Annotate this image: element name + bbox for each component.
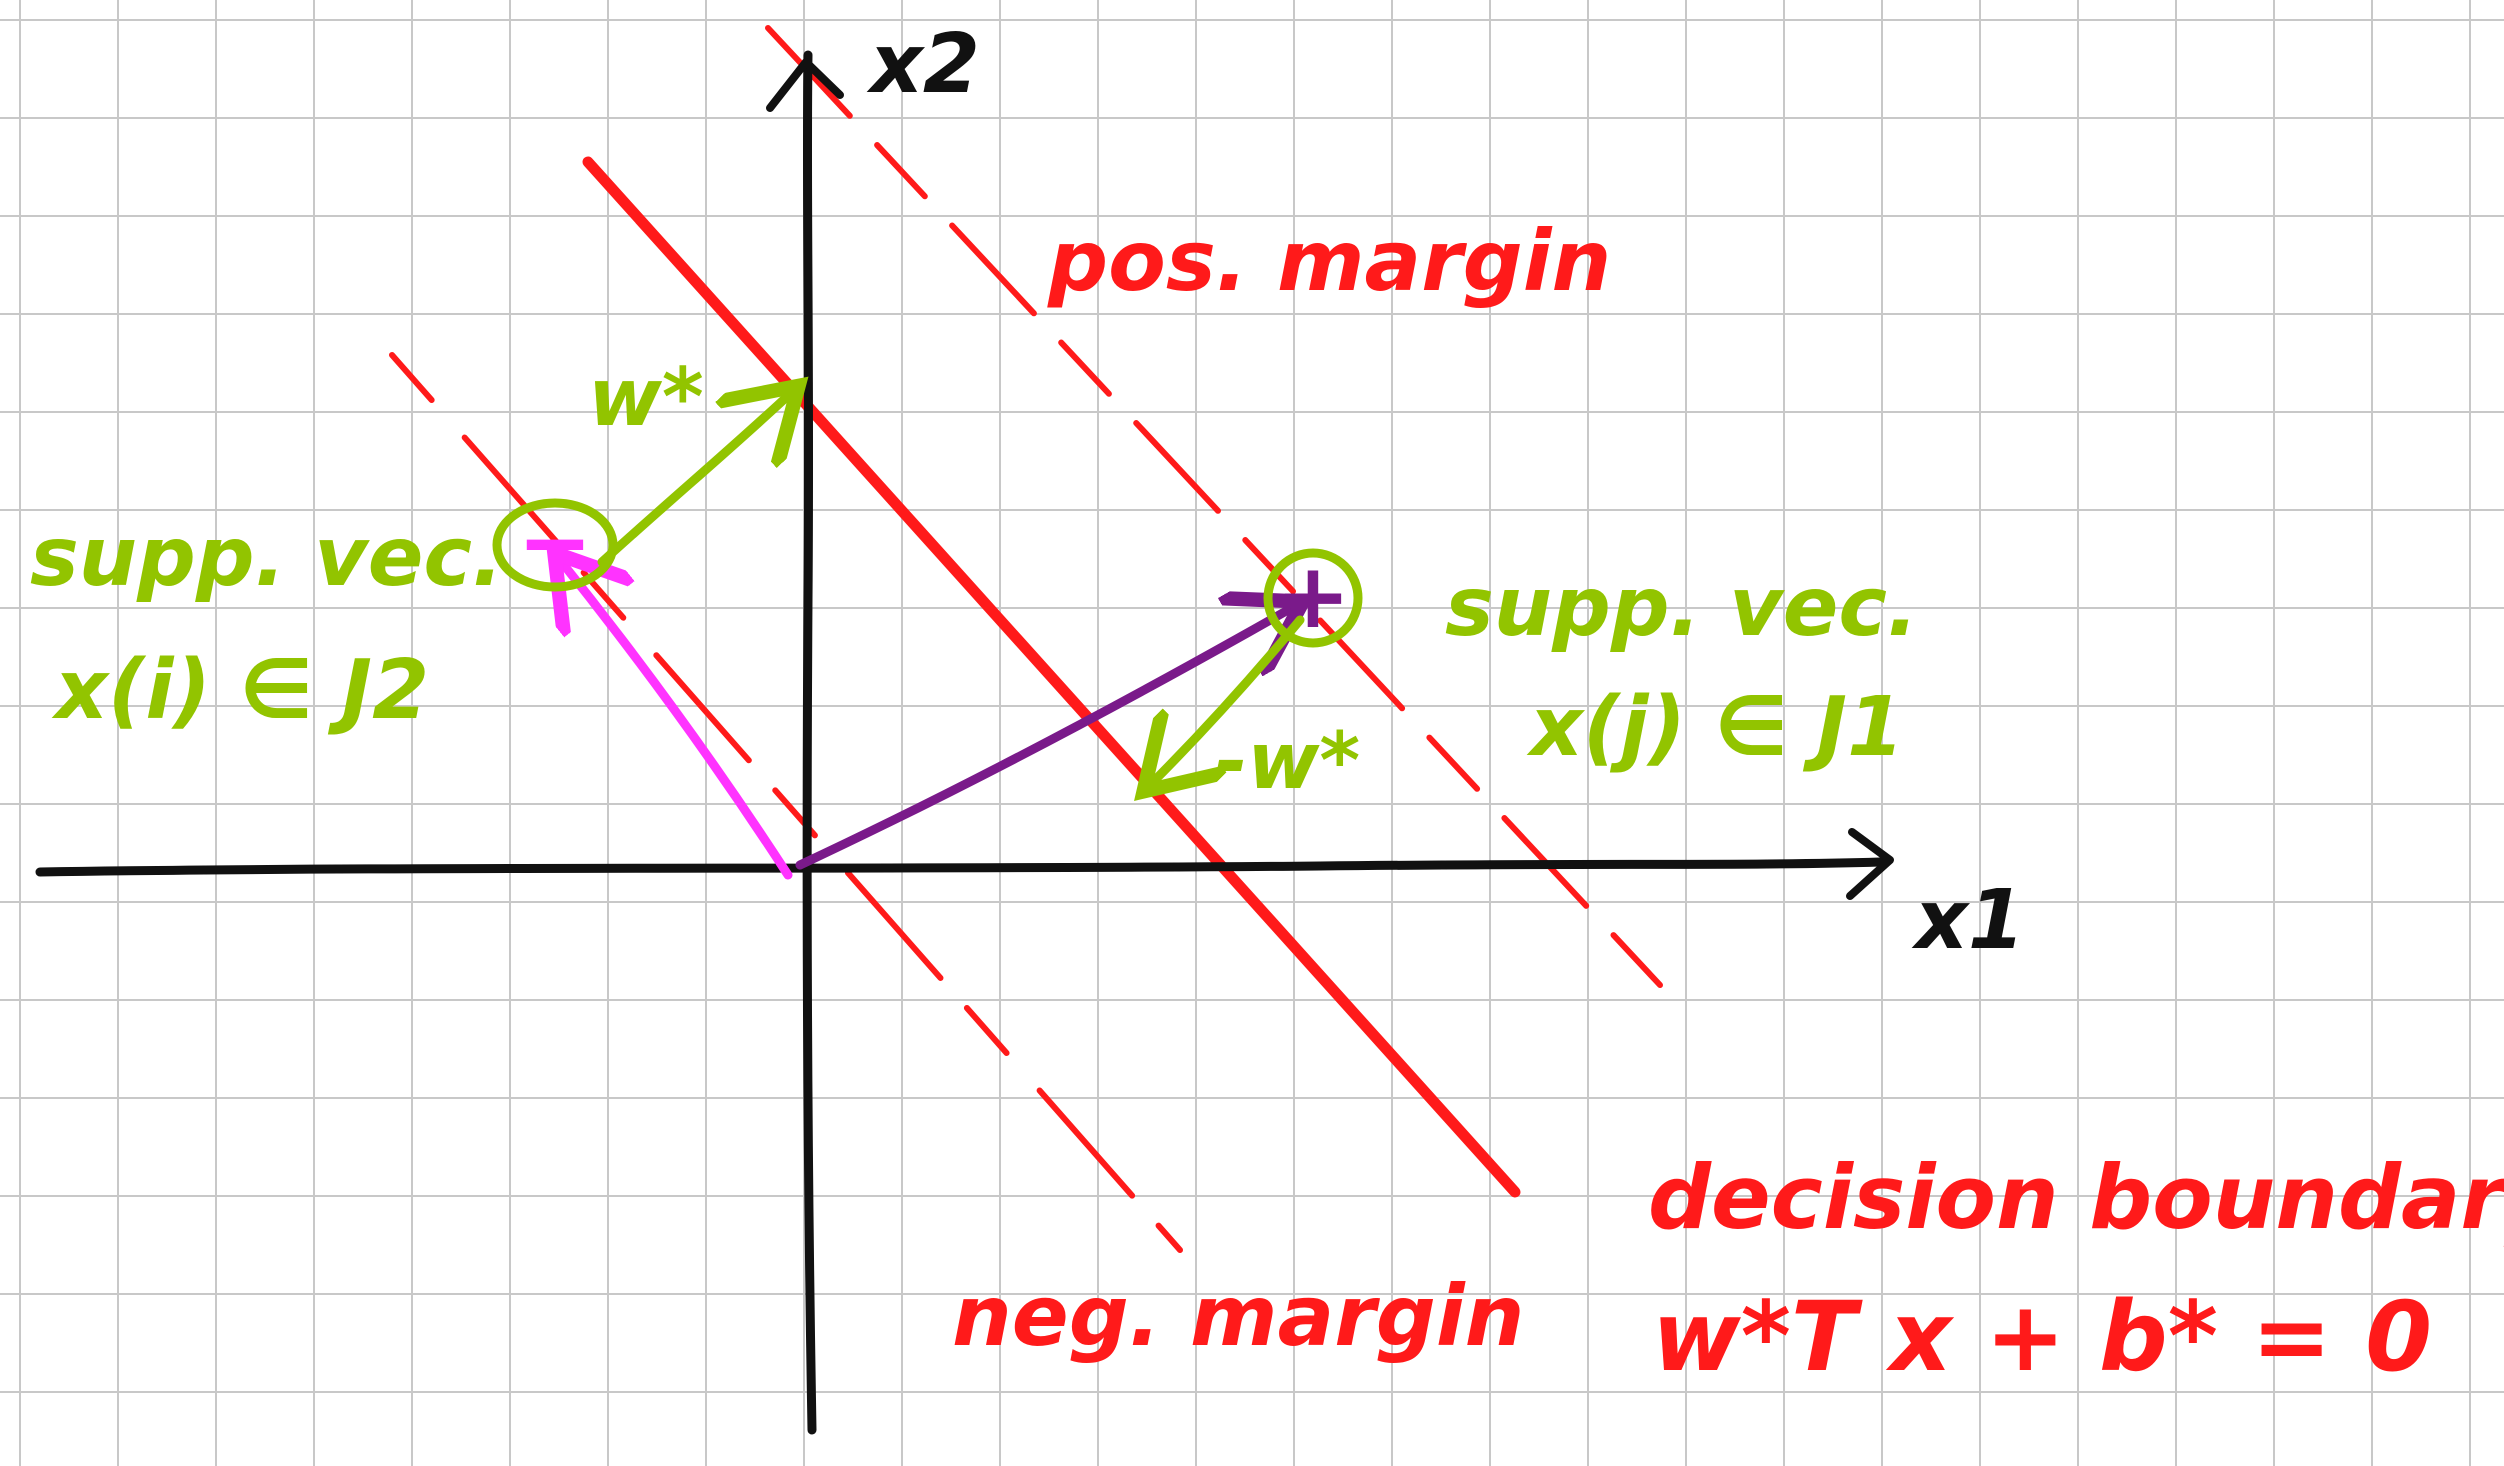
x2-axis bbox=[802, 50, 817, 1435]
neg-w-star-vector bbox=[1150, 615, 1305, 785]
origin-to-positive-sv-vector bbox=[795, 606, 1295, 870]
right-support-vector-title: supp. vec. bbox=[1445, 560, 1918, 655]
negative-point-marker: − bbox=[517, 490, 592, 595]
negative-margin-line bbox=[389, 352, 1183, 1253]
x1-axis bbox=[35, 857, 1885, 877]
w-star-label: w* bbox=[588, 351, 704, 444]
negative-support-vector-circle bbox=[492, 498, 618, 592]
left-support-vector-title: supp. vec. bbox=[30, 510, 503, 605]
left-support-vector-set: x(i) ∈ J2 bbox=[51, 643, 429, 738]
x1-axis-label: x1 bbox=[1911, 873, 2025, 968]
x2-axis-arrowhead bbox=[766, 58, 844, 112]
x2-axis-label: x2 bbox=[866, 17, 980, 112]
decision-boundary-line bbox=[582, 156, 1521, 1198]
neg-margin-label: neg. margin bbox=[952, 1267, 1524, 1365]
w-star-vector bbox=[597, 392, 792, 567]
neg-w-star-label: -w* bbox=[1215, 717, 1360, 807]
pos-margin-label: pos. margin bbox=[1047, 212, 1611, 310]
decision-boundary-label: decision boundary bbox=[1648, 1146, 2504, 1249]
x1-axis-arrowhead bbox=[1846, 828, 1894, 900]
right-support-vector-set: x(j) ∈ J1 bbox=[1526, 680, 1904, 775]
positive-support-vector-circle bbox=[1263, 548, 1363, 648]
origin-to-negative-sv-vector bbox=[560, 560, 793, 880]
positive-margin-line bbox=[765, 25, 1663, 988]
boundary-equation-label: w*T x + b* = 0 bbox=[1652, 1281, 2432, 1393]
positive-point-marker: + bbox=[1275, 544, 1350, 649]
